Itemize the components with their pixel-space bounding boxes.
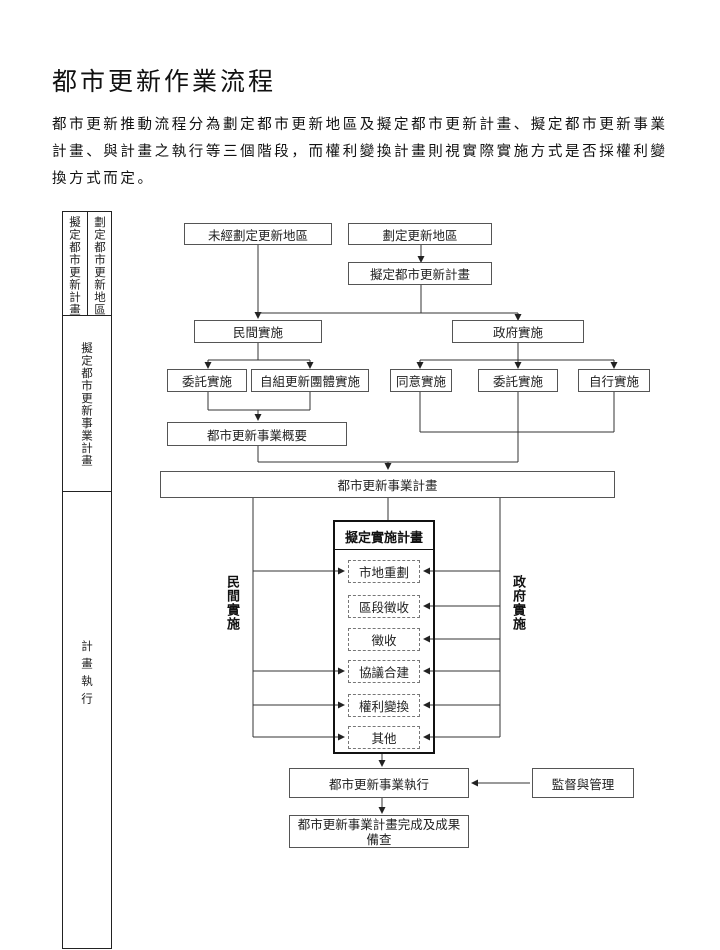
stage-divider bbox=[87, 212, 88, 315]
method-expropriation: 徵收 bbox=[348, 628, 420, 651]
business-summary-box: 都市更新事業概要 bbox=[167, 422, 347, 446]
stage-label-plan: 擬定都市更新計畫 bbox=[68, 216, 82, 316]
unzoned-area-box: 未經劃定更新地區 bbox=[184, 223, 332, 245]
entrusted-government-box: 委託實施 bbox=[478, 369, 558, 392]
government-side-label: 政府實施 bbox=[510, 575, 525, 631]
stage-label-business-plan: 擬定都市更新事業計畫 bbox=[80, 342, 94, 467]
supervision-box: 監督與管理 bbox=[532, 768, 634, 798]
method-land-readjustment: 市地重劃 bbox=[348, 560, 420, 583]
implementation-plan-frame bbox=[333, 520, 435, 754]
method-other: 其他 bbox=[348, 726, 420, 749]
stage-table: 擬定都市更新計畫 劃定都市更新地區 擬定都市更新事業計畫 計畫執行 bbox=[62, 211, 112, 949]
self-implementation-box: 自行實施 bbox=[578, 369, 650, 392]
completion-box: 都市更新事業計畫完成及成果備查 bbox=[289, 815, 469, 848]
consent-implementation-box: 同意實施 bbox=[390, 369, 452, 392]
stage-label-execution: 計畫執行 bbox=[80, 640, 94, 710]
implementation-plan-divider bbox=[334, 549, 434, 550]
execution-box: 都市更新事業執行 bbox=[289, 768, 469, 798]
private-implementation-box: 民間實施 bbox=[194, 320, 322, 343]
page-title: 都市更新作業流程 bbox=[52, 67, 277, 96]
government-implementation-box: 政府實施 bbox=[452, 320, 584, 343]
business-plan-box: 都市更新事業計畫 bbox=[160, 471, 615, 498]
method-rights-transformation: 權利變換 bbox=[348, 694, 420, 717]
intro-paragraph: 都市更新推動流程分為劃定都市更新地區及擬定都市更新計畫、擬定都市更新事業計畫、與… bbox=[52, 117, 668, 187]
stage-row-business-plan: 擬定都市更新事業計畫 bbox=[63, 315, 111, 491]
stage-label-zone: 劃定都市更新地區 bbox=[93, 216, 107, 316]
stage-row-execution: 計畫執行 bbox=[63, 491, 111, 950]
method-zone-expropriation: 區段徵收 bbox=[348, 595, 420, 618]
private-side-label: 民間實施 bbox=[224, 575, 239, 631]
method-cooperative-building: 協議合建 bbox=[348, 660, 420, 683]
implementation-plan-title: 擬定實施計畫 bbox=[344, 530, 423, 546]
draft-renewal-plan-box: 擬定都市更新計畫 bbox=[348, 262, 492, 285]
entrusted-private-box: 委託實施 bbox=[167, 369, 247, 392]
zoned-area-box: 劃定更新地區 bbox=[348, 223, 492, 245]
self-organized-group-box: 自組更新團體實施 bbox=[251, 369, 369, 392]
